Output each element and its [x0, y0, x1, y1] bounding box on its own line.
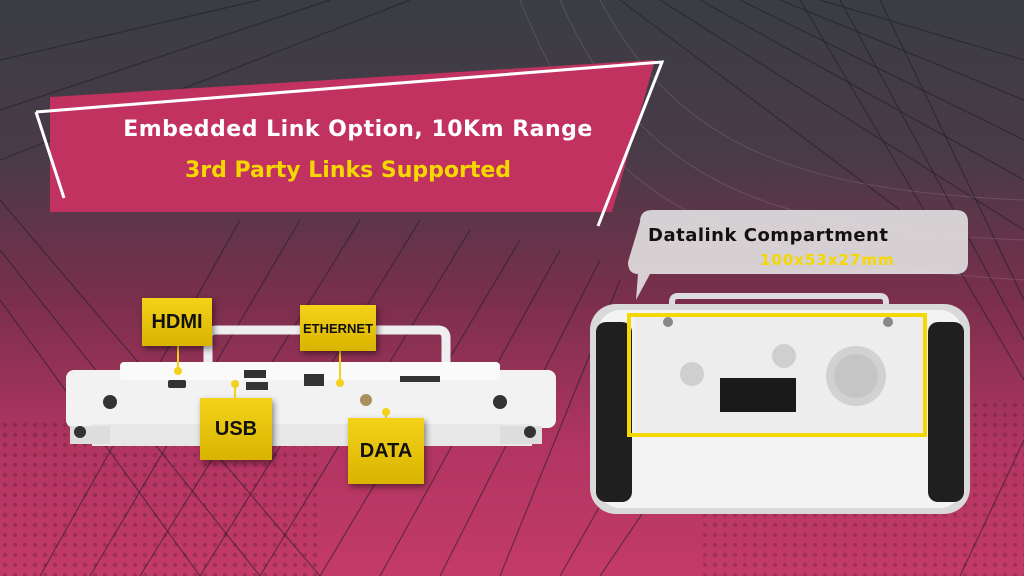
- hdmi-port-label: HDMI: [142, 298, 212, 346]
- ethernet-port-label: ETHERNET: [300, 305, 376, 351]
- headline-line-1: Embedded Link Option, 10Km Range: [123, 117, 593, 142]
- callout-dimensions: 100x53x27mm: [760, 251, 895, 269]
- data-port-label: DATA: [348, 418, 424, 484]
- usb-port-label: USB: [200, 398, 272, 460]
- headline-line-2: 3rd Party Links Supported: [184, 158, 512, 183]
- callout-title: Datalink Compartment: [648, 225, 889, 246]
